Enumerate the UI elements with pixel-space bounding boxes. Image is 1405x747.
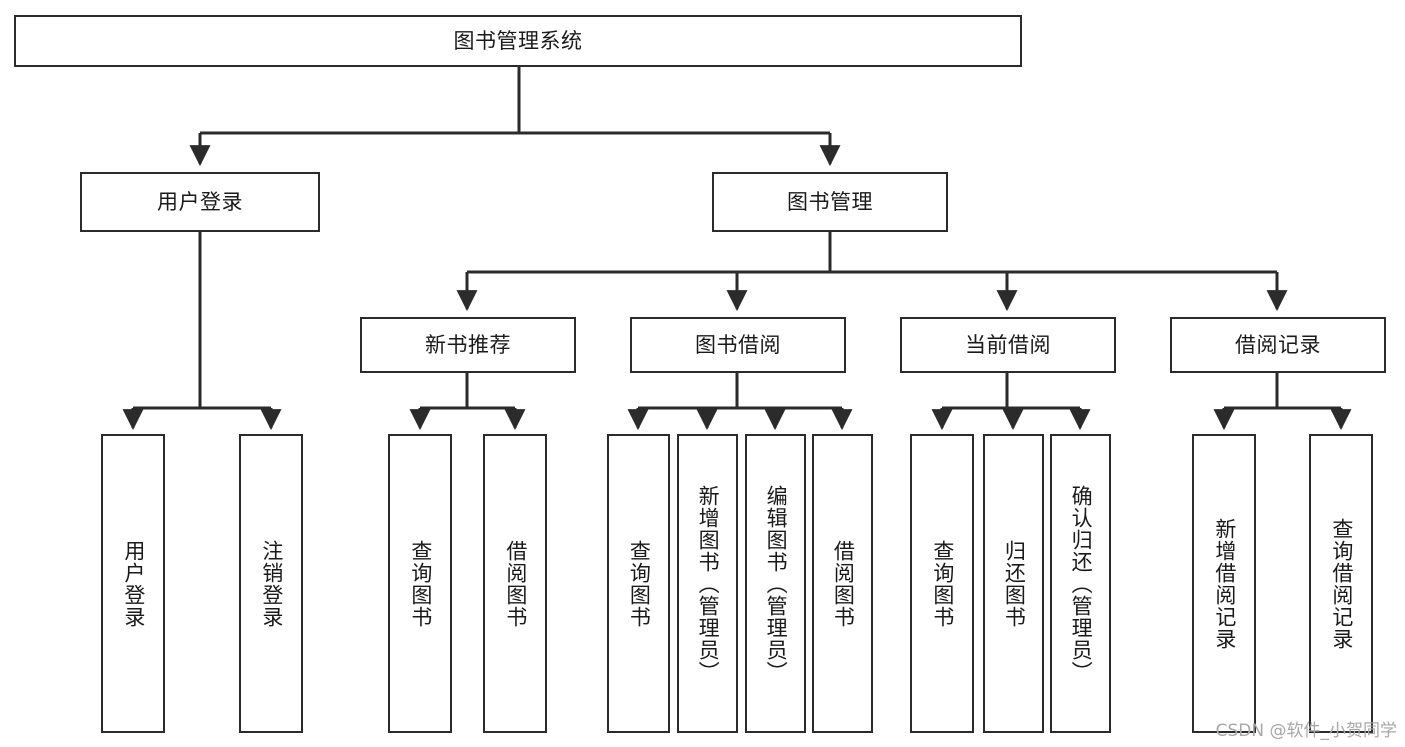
node-leaf-query-book-2[interactable]: 查询图书 (607, 434, 670, 733)
node-leaf-borrow-book-1-label: 借阅图书 (503, 539, 528, 628)
node-leaf-add-book-label: 新增图书（管理员） (696, 484, 721, 683)
node-leaf-borrow-book-2-label: 借阅图书 (831, 539, 856, 628)
node-leaf-query-record-label: 查询借阅记录 (1329, 517, 1354, 650)
node-leaf-query-book-1[interactable]: 查询图书 (388, 434, 452, 733)
node-current-borrow[interactable]: 当前借阅 (900, 317, 1116, 373)
node-leaf-add-record-label: 新增借阅记录 (1212, 517, 1237, 650)
node-leaf-query-book-3[interactable]: 查询图书 (910, 434, 974, 733)
node-leaf-query-record[interactable]: 查询借阅记录 (1309, 434, 1373, 733)
node-book-management[interactable]: 图书管理 (712, 172, 948, 232)
node-leaf-add-record[interactable]: 新增借阅记录 (1192, 434, 1256, 733)
node-current-borrow-label: 当前借阅 (965, 332, 1051, 357)
node-book-borrow-label: 图书借阅 (695, 332, 781, 357)
node-leaf-return-book-label: 归还图书 (1002, 539, 1027, 628)
node-leaf-logout[interactable]: 注销登录 (239, 434, 303, 733)
node-leaf-query-book-3-label: 查询图书 (930, 539, 955, 628)
node-root-label: 图书管理系统 (453, 28, 583, 53)
watermark-text: CSDN @软件_小贺同学 (1215, 721, 1397, 741)
node-leaf-user-login-label: 用户登录 (121, 539, 146, 628)
node-book-management-label: 图书管理 (787, 189, 873, 214)
node-leaf-confirm-return-label: 确认归还（管理员） (1069, 484, 1094, 683)
node-borrow-record-label: 借阅记录 (1235, 332, 1321, 357)
node-leaf-edit-book-label: 编辑图书（管理员） (764, 484, 789, 683)
node-borrow-record[interactable]: 借阅记录 (1170, 317, 1386, 373)
node-new-book-recommend[interactable]: 新书推荐 (360, 317, 576, 373)
node-root[interactable]: 图书管理系统 (14, 15, 1022, 67)
node-leaf-borrow-book-2[interactable]: 借阅图书 (812, 434, 873, 733)
node-leaf-user-login[interactable]: 用户登录 (101, 434, 165, 733)
node-leaf-query-book-1-label: 查询图书 (408, 539, 433, 628)
node-new-book-recommend-label: 新书推荐 (425, 332, 511, 357)
node-leaf-return-book[interactable]: 归还图书 (983, 434, 1044, 733)
node-leaf-logout-label: 注销登录 (259, 539, 284, 628)
node-leaf-add-book[interactable]: 新增图书（管理员） (677, 434, 738, 733)
node-book-borrow[interactable]: 图书借阅 (630, 317, 846, 373)
node-leaf-query-book-2-label: 查询图书 (627, 539, 652, 628)
node-leaf-borrow-book-1[interactable]: 借阅图书 (483, 434, 547, 733)
node-user-login-label: 用户登录 (157, 189, 243, 214)
node-leaf-confirm-return[interactable]: 确认归还（管理员） (1050, 434, 1111, 733)
node-user-login[interactable]: 用户登录 (80, 172, 320, 232)
node-leaf-edit-book[interactable]: 编辑图书（管理员） (745, 434, 806, 733)
